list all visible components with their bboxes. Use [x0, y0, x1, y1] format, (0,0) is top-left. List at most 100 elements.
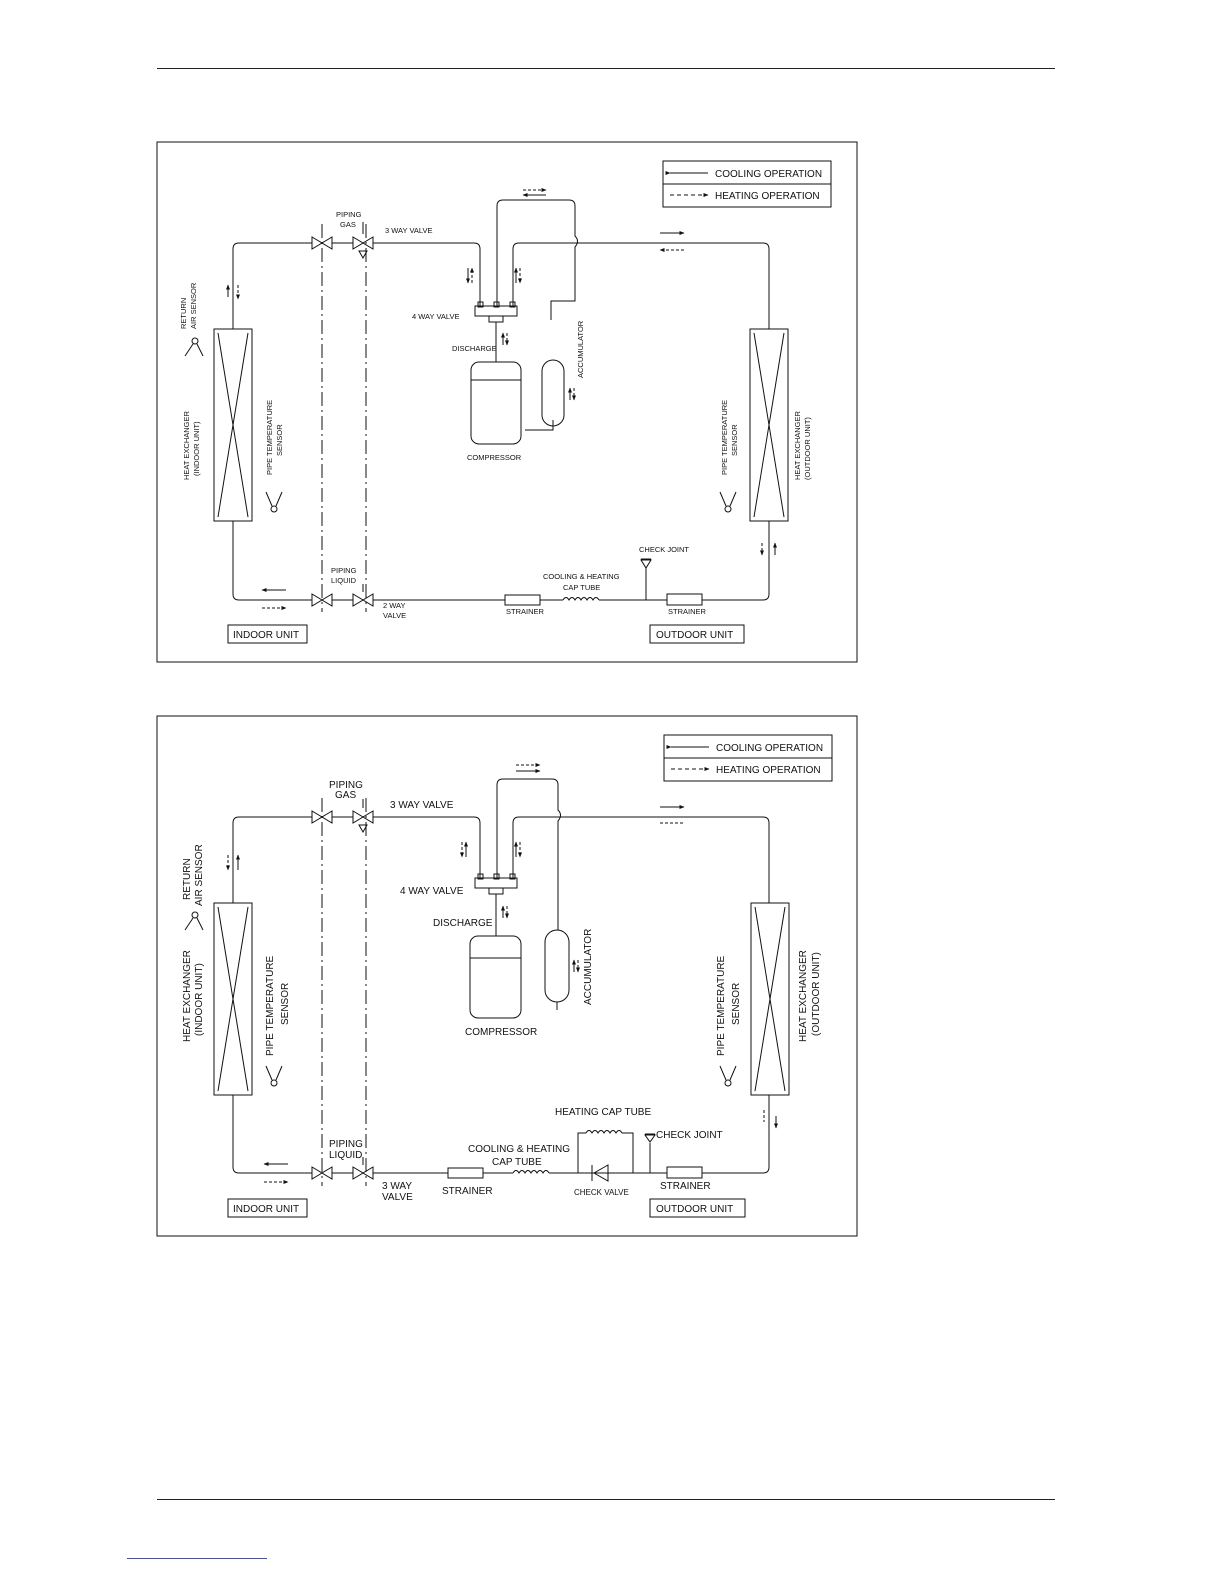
label-hx-indoor-2a: HEAT EXCHANGER: [182, 950, 193, 1042]
label-4-way-valve-2: 4 WAY VALVE: [400, 886, 464, 897]
label-check-joint-1: CHECK JOINT: [639, 545, 689, 554]
accumulator-2: [544, 929, 570, 1010]
check-valve-2: [591, 1164, 609, 1182]
label-pipe-sensor-indoor-1a: PIPE TEMPERATURE: [265, 400, 274, 475]
four-way-valve-1: [474, 301, 518, 362]
return-air-sensor-1: [184, 337, 204, 357]
legend-cooling-1: COOLING OPERATION: [715, 169, 822, 180]
label-cap-tube-2a: COOLING & HEATING: [468, 1144, 570, 1155]
label-heating-cap-tube-2: HEATING CAP TUBE: [555, 1107, 651, 1118]
outdoor-heat-exchanger-2: [750, 902, 790, 1096]
label-check-joint-2: CHECK JOINT: [656, 1130, 723, 1141]
three-way-valve-gas-2: [352, 799, 374, 834]
header-rule: [157, 68, 1055, 69]
label-check-valve-2: CHECK VALVE: [574, 1188, 629, 1197]
label-piping-gas-1a: PIPING: [336, 210, 362, 219]
label-piping-gas-1b: GAS: [340, 220, 356, 229]
strainer-1a: [504, 594, 541, 606]
outdoor-unit-box-1: [649, 624, 745, 644]
label-piping-liquid-2a: PIPING: [329, 1139, 363, 1150]
diagram-1-text: COOLING OPERATION HEATING OPERATION PIPI…: [179, 169, 822, 641]
label-outdoor-unit-2: OUTDOOR UNIT: [656, 1204, 733, 1215]
label-return-air-1a: RETURN: [179, 298, 188, 329]
outdoor-unit-box-2: [649, 1198, 746, 1218]
label-accumulator-2: ACCUMULATOR: [583, 929, 594, 1005]
indoor-unit-box-1: [227, 624, 308, 644]
label-piping-gas-2b: GAS: [335, 790, 356, 801]
label-strainer-1a: STRAINER: [506, 607, 545, 616]
label-piping-liquid-1a: PIPING: [331, 566, 357, 575]
label-2-way-valve-1a: 2 WAY: [383, 601, 406, 610]
label-hx-outdoor-2b: (OUTDOOR UNIT): [811, 952, 822, 1036]
diagram-2: [156, 715, 858, 1237]
label-strainer-2b: STRAINER: [660, 1181, 711, 1192]
label-strainer-2a: STRAINER: [442, 1186, 493, 1197]
gas-service-valve-1: [311, 236, 333, 250]
label-pipe-sensor-outdoor-1b: SENSOR: [730, 424, 739, 456]
compressor-2: [469, 935, 522, 1019]
gas-service-valve-2: [311, 810, 333, 824]
legend-heating-2: HEATING OPERATION: [716, 765, 821, 776]
label-discharge-1: DISCHARGE: [452, 344, 497, 353]
four-way-valve-2: [474, 873, 518, 936]
strainer-2b: [666, 1166, 703, 1179]
label-indoor-unit-1: INDOOR UNIT: [233, 630, 299, 641]
indoor-unit-box-2: [227, 1198, 308, 1218]
three-way-valve-1: [352, 222, 374, 260]
pipe-sensor-outdoor-2: [719, 1065, 737, 1087]
label-3-way-valve-liquid-2a: 3 WAY: [382, 1181, 412, 1192]
label-strainer-1b: STRAINER: [668, 607, 707, 616]
outdoor-heat-exchanger-1: [749, 328, 789, 522]
pipe-sensor-outdoor-1: [719, 491, 737, 513]
label-outdoor-unit-1: OUTDOOR UNIT: [656, 630, 733, 641]
label-hx-outdoor-1a: HEAT EXCHANGER: [793, 411, 802, 480]
label-pipe-sensor-outdoor-1a: PIPE TEMPERATURE: [720, 400, 729, 475]
label-discharge-2: DISCHARGE: [433, 918, 493, 929]
label-pipe-sensor-indoor-2a: PIPE TEMPERATURE: [265, 955, 276, 1056]
label-piping-gas-2a: PIPING: [329, 780, 363, 791]
label-hx-indoor-2b: (INDOOR UNIT): [194, 963, 205, 1036]
diagram-1-frame: [156, 141, 858, 663]
label-pipe-sensor-outdoor-2b: SENSOR: [731, 983, 742, 1025]
indoor-heat-exchanger-2: [213, 902, 253, 1096]
legend-cooling-2: COOLING OPERATION: [716, 743, 823, 754]
label-3-way-valve-1: 3 WAY VALVE: [385, 226, 433, 235]
liquid-service-valve-2: [311, 1166, 333, 1180]
diagram-2-frame: [156, 715, 858, 1237]
label-return-air-1b: AIR SENSOR: [189, 282, 198, 329]
label-piping-liquid-1b: LIQUID: [331, 576, 357, 585]
piping-1: [232, 199, 770, 601]
diagram-2-text: COOLING OPERATION HEATING OPERATION PIPI…: [182, 743, 823, 1215]
footer-link-underline[interactable]: [127, 1558, 267, 1559]
label-pipe-sensor-indoor-2b: SENSOR: [280, 983, 291, 1025]
legend-heating-1: HEATING OPERATION: [715, 191, 820, 202]
label-compressor-2: COMPRESSOR: [465, 1027, 537, 1038]
label-2-way-valve-1b: VALVE: [383, 611, 406, 620]
label-hx-indoor-1b: (INDOOR UNIT): [192, 421, 201, 476]
label-pipe-sensor-outdoor-2a: PIPE TEMPERATURE: [716, 955, 727, 1056]
label-return-air-2b: AIR SENSOR: [194, 844, 205, 906]
label-piping-liquid-2b: LIQUID: [329, 1150, 362, 1161]
label-return-air-2a: RETURN: [182, 858, 193, 900]
label-compressor-1: COMPRESSOR: [467, 453, 522, 462]
label-4-way-valve-1: 4 WAY VALVE: [412, 312, 460, 321]
legend-1: [662, 160, 832, 208]
label-3-way-valve-2: 3 WAY VALVE: [390, 800, 454, 811]
return-air-sensor-2: [184, 911, 204, 931]
label-3-way-valve-liquid-2b: VALVE: [382, 1192, 413, 1203]
indoor-heat-exchanger-1: [213, 328, 253, 522]
flow-arrows-2: [226, 763, 778, 1184]
strainer-1b: [666, 593, 703, 606]
label-cap-tube-1a: COOLING & HEATING: [543, 572, 620, 581]
pipe-sensor-indoor-2: [265, 1065, 283, 1087]
compressor-1: [470, 361, 522, 445]
label-indoor-unit-2: INDOOR UNIT: [233, 1204, 299, 1215]
two-way-valve-1: [352, 584, 374, 607]
label-hx-outdoor-1b: (OUTDOOR UNIT): [803, 417, 812, 480]
label-cap-tube-1b: CAP TUBE: [563, 583, 600, 592]
label-pipe-sensor-indoor-1b: SENSOR: [275, 424, 284, 456]
diagram-1: [156, 141, 858, 663]
piping-2: [232, 778, 770, 1174]
three-way-valve-liquid-2: [352, 1157, 374, 1180]
